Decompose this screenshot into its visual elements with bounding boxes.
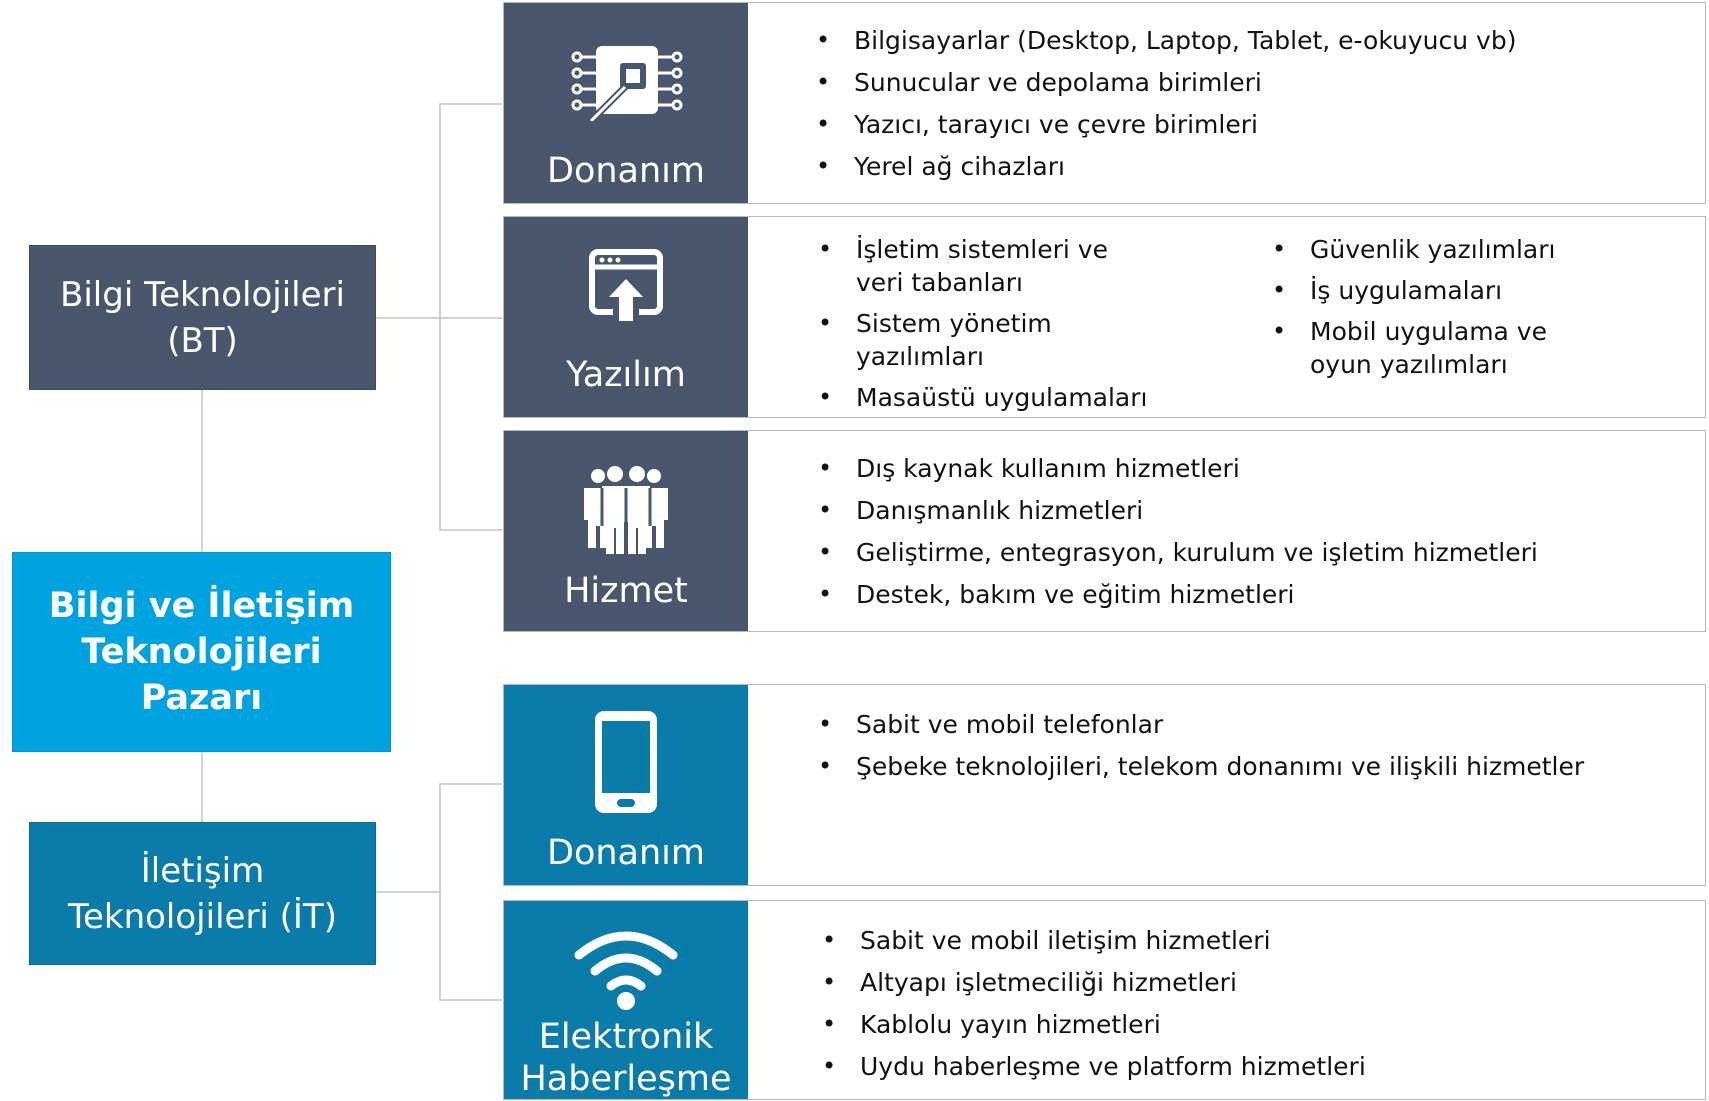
list-item: Geliştirme, entegrasyon, kurulum ve işle… [818,536,1538,569]
category-label: Yazılım [566,355,686,395]
list-item-line: Mobil uygulama ve [1310,317,1547,346]
list-item: İş uygulamaları [1272,274,1555,307]
upload-window-icon [504,249,748,321]
category-label-line-1: Elektronik [538,1017,714,1057]
list-item: Sabit ve mobil telefonlar [818,708,1584,741]
list-item: Uydu haberleşme ve platform hizmetleri [822,1050,1366,1083]
list-item-line: İşletim sistemleri ve [856,235,1108,264]
it-node: İletişim Teknolojileri (İT) [29,822,376,965]
list-item-line: oyun yazılımları [1310,350,1508,379]
category-header: Hizmet [504,431,748,631]
category-label: Donanım [547,151,705,191]
item-list: Sabit ve mobil telefonlar Şebeke teknolo… [818,708,1584,792]
bt-label-line-1: Bilgi Teknolojileri [60,274,345,315]
list-item: Altyapı işletmeciliği hizmetleri [822,966,1366,999]
wifi-icon [504,925,748,1011]
list-item: Kablolu yayın hizmetleri [822,1008,1366,1041]
item-list-left: İşletim sistemleri ve veri tabanları Sis… [818,233,1147,422]
list-item: Mobil uygulama ve oyun yazılımları [1272,315,1555,381]
category-header: Donanım [504,3,748,203]
category-label: Hizmet [564,571,688,611]
list-item-line: İş uygulamaları [1310,276,1503,305]
item-list-right: Güvenlik yazılımları İş uygulamaları Mob… [1272,233,1555,389]
list-item: Dış kaynak kullanım hizmetleri [818,452,1538,485]
item-list: Bilgisayarlar (Desktop, Laptop, Tablet, … [816,24,1516,192]
category-bt-hizmet: Hizmet Dış kaynak kullanım hizmetleri Da… [503,430,1706,632]
list-item-line: yazılımları [856,342,984,371]
list-item: Yerel ağ cihazları [816,150,1516,183]
list-item: Destek, bakım ve eğitim hizmetleri [818,578,1538,611]
category-label: Donanım [547,833,705,873]
root-node: Bilgi ve İletişim Teknolojileri Pazarı [12,552,391,752]
category-bt-yazilim: Yazılım İşletim sistemleri ve veri taban… [503,216,1706,418]
mobile-phone-icon [504,709,748,815]
category-header: Yazılım [504,217,748,417]
list-item: Şebeke teknolojileri, telekom donanımı v… [818,750,1584,783]
category-label-line-2: Haberleşme [520,1059,732,1099]
list-item: Yazıcı, tarayıcı ve çevre birimleri [816,108,1516,141]
category-it-donanim: Donanım Sabit ve mobil telefonlar Şebeke… [503,684,1706,886]
category-header: Elektronik Haberleşme [504,901,748,1099]
category-header: Donanım [504,685,748,885]
root-label-line-1: Bilgi ve İletişim [48,586,355,626]
category-it-haberlesme: Elektronik Haberleşme Sabit ve mobil ile… [503,900,1706,1100]
category-bt-donanim: Donanım Bilgisayarlar (Desktop, Laptop, … [503,2,1706,204]
root-label-line-2: Teknolojileri [81,632,322,672]
list-item: Danışmanlık hizmetleri [818,494,1538,527]
root-label-line-3: Pazarı [140,678,263,718]
bt-label-line-2: (BT) [167,320,238,361]
list-item: Güvenlik yazılımları [1272,233,1555,266]
list-item: Sabit ve mobil iletişim hizmetleri [822,924,1366,957]
list-item-line: Güvenlik yazılımları [1310,235,1556,264]
list-item-line: Masaüstü uygulamaları [856,383,1148,412]
list-item: Sunucular ve depolama birimleri [816,66,1516,99]
item-list: Dış kaynak kullanım hizmetleri Danışmanl… [818,452,1538,620]
it-label-line-1: İletişim [140,850,265,891]
list-item: Sistem yönetim yazılımları [818,307,1147,373]
it-label-line-2: Teknolojileri (İT) [67,896,337,937]
bt-node: Bilgi Teknolojileri (BT) [29,245,376,390]
list-item: İşletim sistemleri ve veri tabanları [818,233,1147,299]
chip-icon [504,41,748,121]
list-item-line: veri tabanları [856,268,1023,297]
people-group-icon [504,466,748,556]
list-item: Masaüstü uygulamaları [818,381,1147,414]
list-item: Bilgisayarlar (Desktop, Laptop, Tablet, … [816,24,1516,57]
list-item-line: Sistem yönetim [856,309,1052,338]
item-list: Sabit ve mobil iletişim hizmetleri Altya… [822,924,1366,1092]
